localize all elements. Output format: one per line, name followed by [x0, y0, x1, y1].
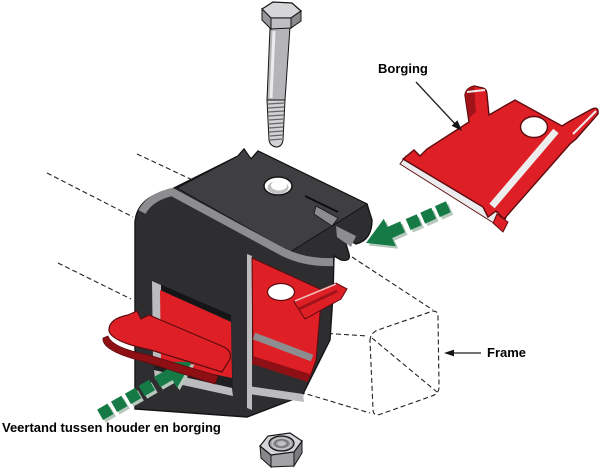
houder-top-face	[175, 148, 369, 253]
veertand-label: Veertand tussen houder en borging	[2, 420, 221, 435]
borging-hole	[519, 115, 549, 139]
borging-leader-arrow	[415, 81, 462, 131]
nut	[259, 432, 303, 469]
frame-tube	[46, 153, 440, 416]
houder-slot	[313, 205, 339, 227]
frame-leader-arrow	[444, 349, 481, 357]
veertand-hole	[266, 282, 296, 302]
borging-bottom-tab	[492, 213, 509, 233]
frame-end-face	[369, 310, 440, 416]
frame-label: Frame	[487, 345, 527, 360]
borging-label: Borging	[378, 61, 428, 76]
bolt	[261, 1, 302, 148]
insert-arrow-borging	[366, 201, 454, 249]
borging-clip	[399, 85, 599, 233]
veertand-clip	[102, 257, 348, 385]
veertand-tongue	[108, 310, 231, 373]
